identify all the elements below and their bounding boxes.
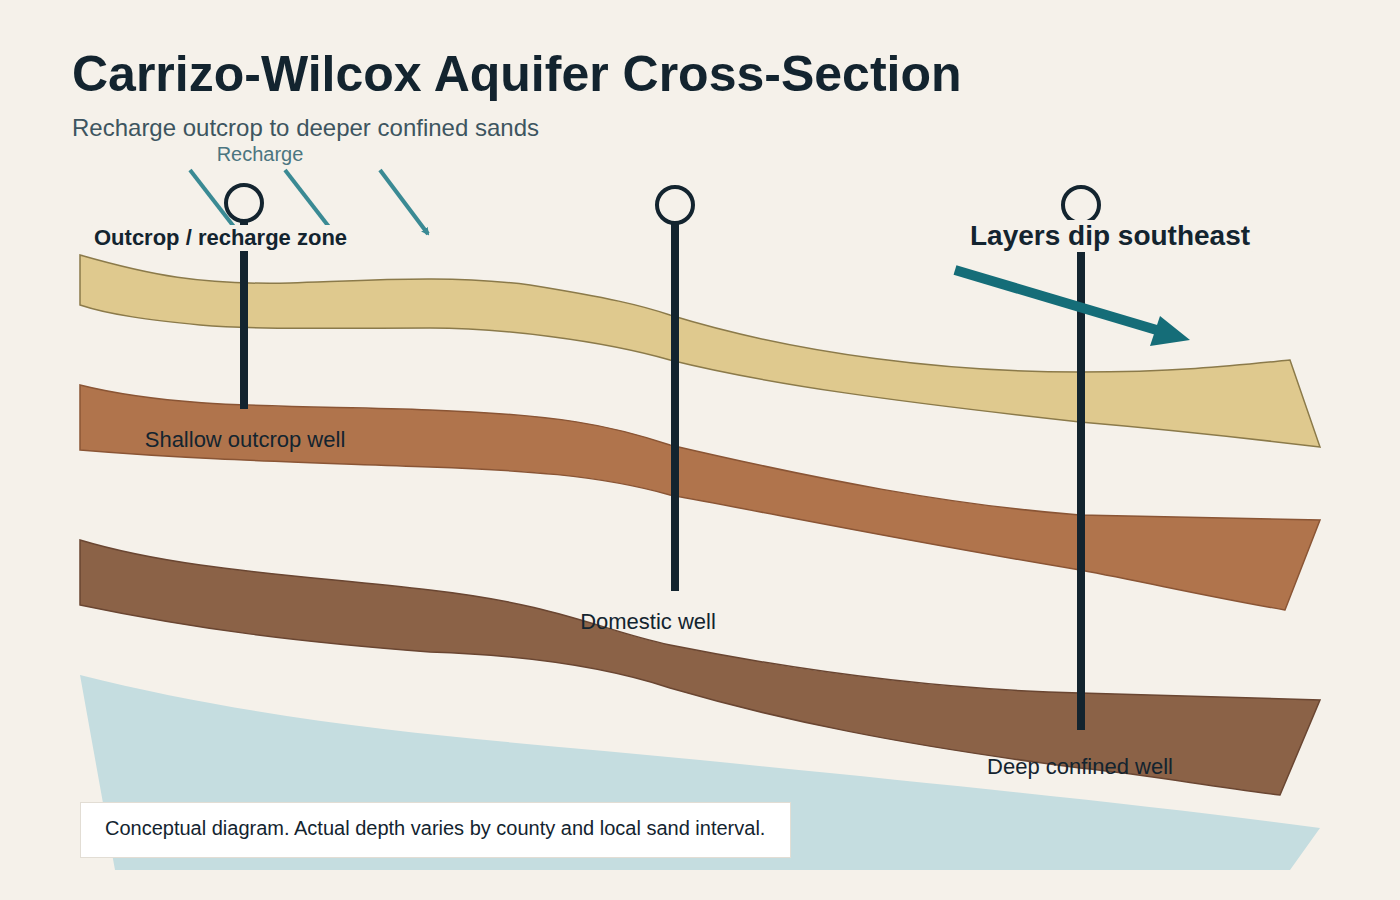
outcrop-sand-layer <box>80 255 1320 447</box>
wells <box>226 185 1099 730</box>
dip-label: Layers dip southeast <box>966 220 1254 252</box>
recharge-label: Recharge <box>217 143 304 166</box>
zone-label: Outcrop / recharge zone <box>90 225 351 251</box>
note-box: Conceptual diagram. Actual depth varies … <box>80 802 791 858</box>
well-label: Shallow outcrop well <box>145 427 346 453</box>
diagram-title: Carrizo-Wilcox Aquifer Cross-Section <box>72 45 962 103</box>
note-text: Conceptual diagram. Actual depth varies … <box>105 817 766 840</box>
well-label: Deep confined well <box>987 754 1173 780</box>
diagram-subtitle: Recharge outcrop to deeper confined sand… <box>72 114 539 142</box>
well-label: Domestic well <box>580 609 716 635</box>
dip-arrow <box>955 270 1190 346</box>
